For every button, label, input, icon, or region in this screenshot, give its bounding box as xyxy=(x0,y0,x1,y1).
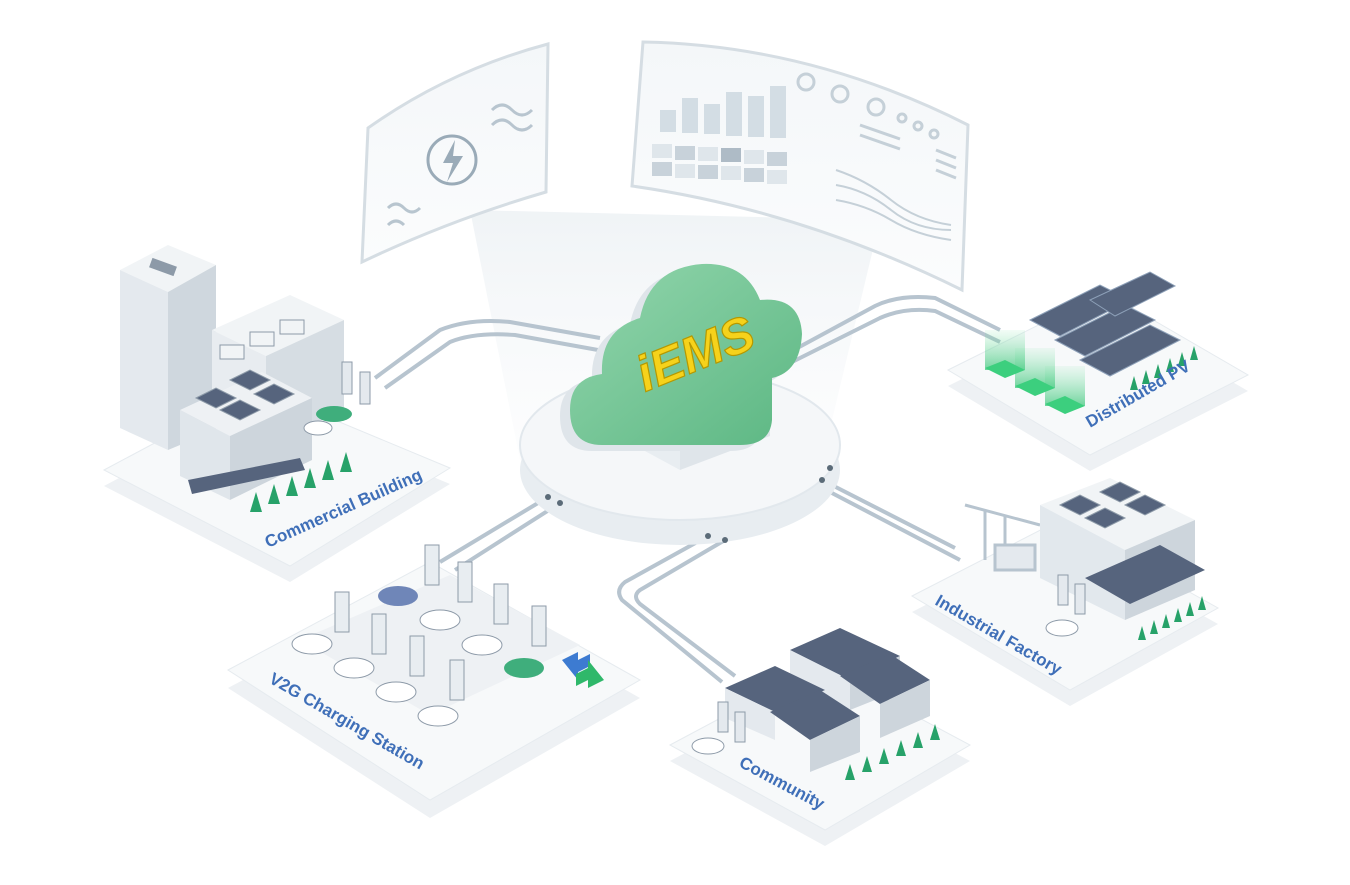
lightning-icon xyxy=(443,140,463,182)
car-icon xyxy=(691,737,725,755)
tree-icon xyxy=(845,724,940,780)
solar-panel-icon xyxy=(1028,271,1182,377)
tree-icon xyxy=(1138,596,1206,640)
screen-gauges-icon xyxy=(796,72,940,140)
connection-lines xyxy=(373,295,1001,684)
screen-heatmap-icon xyxy=(652,144,787,184)
battery-glow-icon xyxy=(985,330,1085,414)
house-icon xyxy=(725,628,930,772)
car-icon xyxy=(303,420,333,436)
solar-panel-icon xyxy=(194,369,296,421)
car-icon xyxy=(316,406,352,422)
car-icon xyxy=(1045,619,1079,637)
hologram-screen-right xyxy=(630,40,970,293)
energy-cycle-icon xyxy=(426,134,478,186)
crane-icon xyxy=(964,503,1041,572)
ev-charger-icon xyxy=(334,544,547,701)
screen-bar-chart-icon xyxy=(660,86,786,138)
hologram-screen-left xyxy=(360,42,550,265)
cloud-icon xyxy=(560,263,802,451)
tree-icon xyxy=(1130,346,1198,390)
car-icon xyxy=(291,586,544,727)
iems-hub: iEMS xyxy=(519,263,841,545)
ev-charger-icon xyxy=(1057,574,1086,615)
ev-charger-icon xyxy=(717,701,746,743)
ev-charger-icon xyxy=(341,361,371,405)
arrow-right-icon xyxy=(576,660,604,688)
tree-icon xyxy=(250,452,352,512)
solar-panel-icon xyxy=(1058,481,1167,529)
arrow-left-icon xyxy=(562,652,590,680)
hvac-unit-icon xyxy=(219,319,305,360)
screen-line-chart-icon xyxy=(835,169,952,241)
